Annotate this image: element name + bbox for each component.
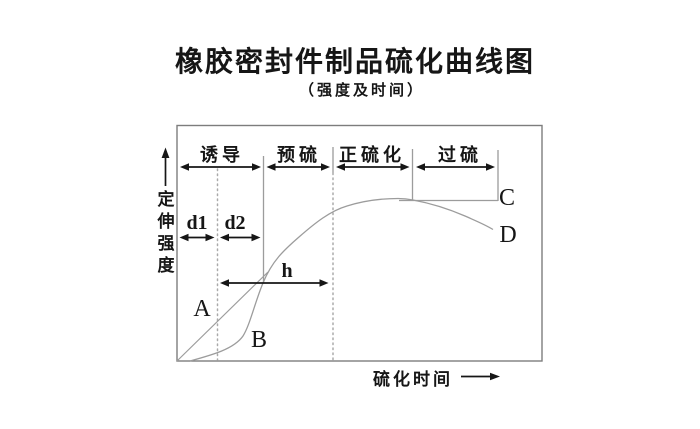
phase-arrow-overcure [416,163,495,171]
y-axis-arrow-icon [161,147,170,186]
phase-arrow-precure [266,163,330,171]
d2-label: d2 [224,212,246,234]
x-axis-label: 硫化时间 [373,370,453,390]
phase-label-precure: 预硫 [277,145,321,166]
h-label: h [281,260,293,282]
point-label-A: A [193,296,211,322]
phase-label-induction: 诱导 [200,145,244,166]
point-label-B: B [250,327,268,353]
d1-label: d1 [186,212,208,234]
figure-title: 橡胶密封件制品硫化曲线图 [174,45,536,78]
straight-line-A [176,271,269,362]
h-span-arrow [220,279,329,287]
cure-curve [189,197,494,362]
x-axis-arrow-icon [461,372,500,381]
phase-arrow-induction [180,163,261,171]
phase-label-overcure: 过硫 [438,145,482,166]
d2-span-arrow [220,233,261,242]
y-axis-label: 定伸强度 [153,190,174,278]
figure-subtitle: （强度及时间） [298,81,426,99]
phase-arrow-cure [336,163,410,171]
phase-label-cure: 正硫化 [339,145,405,166]
point-label-D: D [499,222,517,248]
d1-span-arrow [179,233,215,242]
plot-frame [176,124,543,362]
point-label-C: C [498,185,516,211]
